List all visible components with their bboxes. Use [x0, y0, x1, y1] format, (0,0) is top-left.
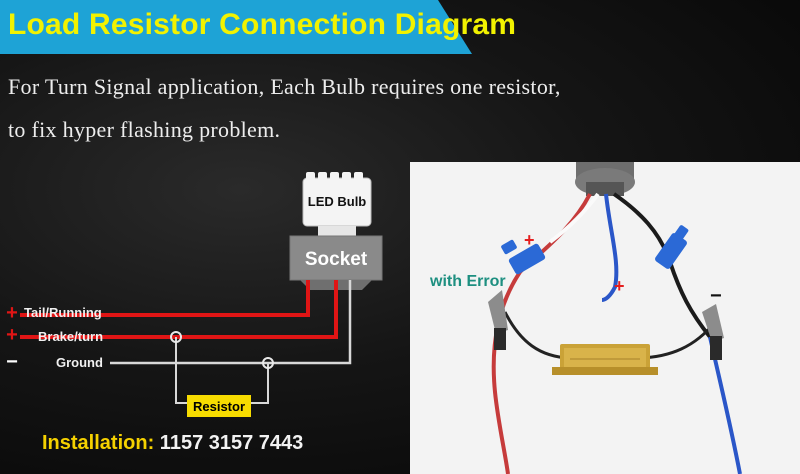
- description-line-2: to fix hyper flashing problem.: [8, 117, 281, 142]
- led-bulb-label: LED Bulb: [308, 194, 367, 209]
- page-title: Load Resistor Connection Diagram: [8, 8, 517, 41]
- tail-running-label: Tail/Running: [24, 305, 102, 320]
- installation-models: 1157 3157 7443: [159, 432, 304, 454]
- resistor-box: [187, 395, 251, 417]
- right-splice-connector-icon: [655, 225, 689, 269]
- ground-label: Ground: [56, 355, 103, 370]
- bulb-socket-icon: [575, 162, 635, 196]
- with-error-label: with Error: [429, 273, 506, 290]
- title-banner: [0, 0, 472, 54]
- left-splice-connector-icon: [501, 239, 546, 275]
- led-bulb-icon: [302, 172, 372, 236]
- brake-junction-node: [170, 331, 182, 343]
- ground-wire: [110, 280, 352, 365]
- photo-minus-sign: −: [710, 285, 722, 307]
- resistor-lead-brake: [175, 337, 269, 404]
- photo-background: [410, 162, 800, 474]
- load-resistor-icon: [552, 344, 658, 375]
- ground-junction-node: [262, 357, 274, 369]
- tail-running-wire: [20, 280, 310, 317]
- wiring-schematic: LED Bulb Socket Resistor + + − Tail/Runn…: [6, 172, 383, 417]
- brake-turn-sign: +: [6, 324, 18, 346]
- brake-turn-label: Brake/turn: [38, 329, 103, 344]
- installation-line: Installation: 1157 3157 7443: [42, 432, 303, 455]
- socket-label: Socket: [305, 249, 368, 270]
- resistor-label: Resistor: [193, 399, 245, 414]
- blue-wire-short: [601, 193, 619, 302]
- tail-running-sign: +: [6, 302, 18, 324]
- white-wire: [548, 192, 600, 244]
- photo-plus-sign-1: +: [524, 230, 535, 250]
- description-line-1: For Turn Signal application, Each Bulb r…: [8, 74, 561, 99]
- installation-label: Installation:: [42, 432, 155, 454]
- right-clip-icon: [702, 304, 724, 360]
- left-clip-icon: [488, 290, 508, 350]
- title-banner-shape: [0, 0, 472, 54]
- brake-turn-wire: [20, 280, 338, 339]
- product-photo: with Error + + −: [410, 162, 800, 474]
- ground-sign: −: [6, 351, 18, 373]
- photo-plus-sign-2: +: [614, 276, 625, 296]
